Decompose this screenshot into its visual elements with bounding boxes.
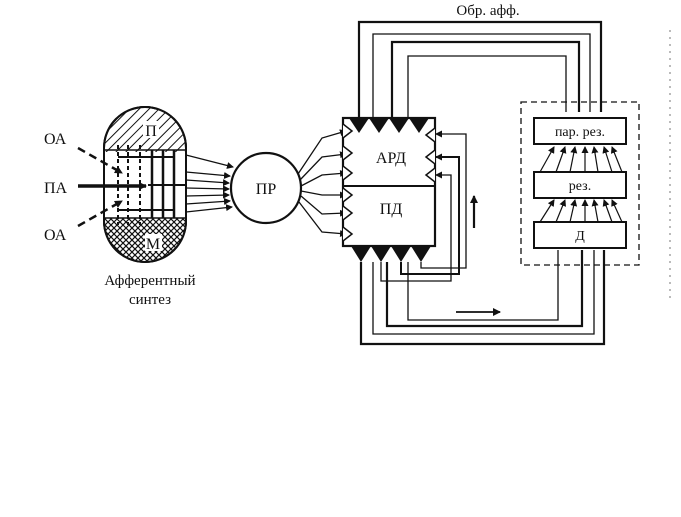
label-rez: рез. <box>569 179 591 194</box>
inner-loops-right <box>380 130 467 282</box>
label-par-rez: пар. рез. <box>555 125 605 140</box>
rez-box <box>533 171 627 199</box>
label-d: Д <box>575 229 585 244</box>
decision-to-acceptor-arrows <box>297 129 347 237</box>
input-arrows <box>77 146 147 228</box>
d-box <box>533 221 627 249</box>
label-afferent: Афферентный <box>104 273 195 289</box>
label-pd: ПД <box>380 201 403 218</box>
synthesis-to-decision-arrows <box>185 154 234 213</box>
label-pr: ПР <box>256 181 277 198</box>
feedback-loops-bottom <box>359 250 606 346</box>
label-feedback: Обр. афф. <box>456 3 519 19</box>
acceptor-action-box <box>341 116 437 262</box>
label-oa-bottom: ОА <box>44 227 67 244</box>
result-arrows <box>539 146 623 223</box>
label-oa-top: ОА <box>44 131 67 148</box>
feedback-loops-top <box>357 20 603 118</box>
label-pa: ПА <box>44 180 68 197</box>
label-m: М <box>146 236 160 253</box>
label-synthesis: синтез <box>129 292 171 308</box>
decision-circle <box>229 151 303 225</box>
label-ard: АРД <box>376 150 406 167</box>
par-rez-box <box>533 117 627 145</box>
results-group <box>520 101 640 266</box>
afferent-synthesis-block: П М <box>103 106 187 263</box>
label-p: П <box>145 123 157 140</box>
